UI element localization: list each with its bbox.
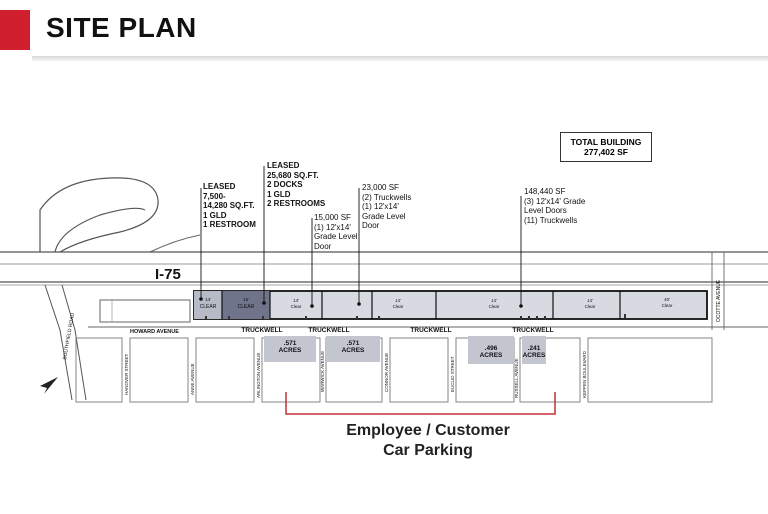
street-euclid: EUCLID STREET [450, 356, 455, 392]
bay-3-clear: Clear [291, 304, 302, 309]
parking-caption: Employee / Customer Car Parking [346, 422, 510, 459]
callout-leased-small: LEASED 7,500- 14,280 SQ.FT. 1 GLD 1 REST… [203, 182, 256, 229]
dock-markers [205, 314, 626, 319]
west-building [99, 299, 191, 323]
bay-6-height: 14' [587, 298, 593, 303]
parking-bracket [285, 392, 556, 415]
parcel-1-unit: ACRES [279, 347, 302, 354]
street-arlington: ARLINGTON AVENUE [256, 353, 261, 398]
truckwell-label-1: TRUCKWELL [241, 327, 282, 334]
total-building-area: 277,402 SF [584, 147, 628, 157]
callout-leased-large: LEASED 25,680 SQ.FT. 2 DOCKS 1 GLD 2 RES… [267, 161, 326, 208]
parcel-4-unit: ACRES [523, 352, 546, 359]
parcel-3-unit: ACRES [480, 352, 503, 359]
residential-blocks [75, 337, 713, 403]
truckwell-label-4: TRUCKWELL [512, 327, 553, 334]
bay-5-height: 14' [491, 298, 497, 303]
bay-5-clear: Clear [489, 304, 500, 309]
parcel-2-unit: ACRES [342, 347, 365, 354]
parcel-4 [522, 336, 546, 364]
street-russell: RUSSELL AVENUE [514, 358, 519, 398]
title-bar [0, 0, 768, 56]
parcel-2 [326, 336, 380, 362]
bay-4-height: 14' [395, 298, 401, 303]
street-warwick: WARWICK AVENUE [320, 351, 325, 392]
callout-23000sf: 23,000 SF (2) Truckwells (1) 12'x14' Gra… [362, 183, 412, 230]
parcel-1 [264, 336, 316, 362]
ramp-outer [39, 177, 159, 253]
title-shadow [32, 52, 768, 62]
truckwell-label-3: TRUCKWELL [410, 327, 451, 334]
southfield-road-east [61, 284, 87, 401]
callout-15000sf: 15,000 SF (1) 12'x14' Grade Level Door [314, 213, 358, 251]
street-keppen: KEPPEN BOULEVARD [582, 350, 587, 398]
truckwell-label-2: TRUCKWELL [308, 327, 349, 334]
howard-avenue-label: HOWARD AVENUE [130, 329, 179, 335]
parcel-2-acres: .571 [347, 340, 360, 347]
ramp-merge [149, 234, 201, 253]
callout-148440sf: 148,440 SF (3) 12'x14' Grade Level Doors… [524, 187, 586, 225]
callout-leaders [200, 166, 522, 306]
parcel-3-acres: .496 [485, 345, 498, 352]
ramp-inner [54, 207, 146, 253]
southfield-road-label: SOUTHFIELD ROAD [62, 312, 76, 360]
north-arrow-icon [40, 377, 58, 394]
i75-label: I-75 [155, 266, 181, 283]
bay-1-clear: CLEAR [200, 304, 217, 310]
bay-7-height: 40' [664, 297, 670, 302]
parcel-4-acres: .241 [528, 345, 541, 352]
bay-7-clear: Clear [662, 303, 673, 308]
ocotte-avenue-label: OCOTTE AVENUE [716, 279, 722, 322]
main-building [193, 290, 708, 320]
southfield-road-west [44, 284, 73, 401]
street-connor: CONNOR AVENUE [384, 353, 389, 392]
title-accent [0, 10, 30, 50]
bay-4-clear: Clear [393, 304, 404, 309]
bay-2-fill [222, 291, 270, 319]
bay-6-clear: Clear [585, 304, 596, 309]
bay-2-height: 16' [243, 297, 249, 302]
bay-1-height: 14' [205, 297, 211, 302]
page-title: SITE PLAN [46, 12, 197, 43]
bay-1-fill [194, 291, 222, 319]
parcel-1-acres: .571 [284, 340, 297, 347]
street-anne: ANNE AVENUE [190, 363, 195, 395]
total-building-label: TOTAL BUILDING [570, 137, 642, 147]
bay-3-height: 14' [293, 298, 299, 303]
street-hanover: HANOVER STREET [124, 353, 129, 395]
bay-2-clear: CLEAR [238, 304, 255, 310]
parcel-3 [468, 336, 514, 364]
total-building-box: TOTAL BUILDING 277,402 SF [560, 132, 652, 162]
